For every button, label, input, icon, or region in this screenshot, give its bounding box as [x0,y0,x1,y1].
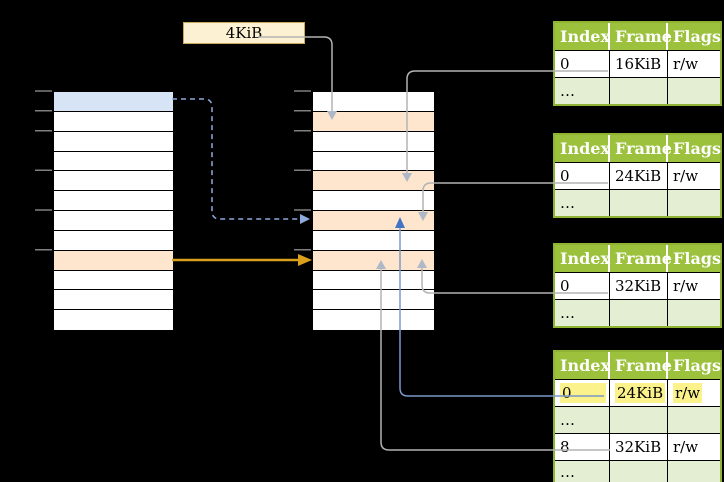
table-cell [668,461,720,482]
table-header-cell: Index [555,135,610,162]
physical-memory-column [312,91,435,331]
memory-row [54,171,173,192]
memory-row [54,111,173,132]
table-cell: … [555,78,610,104]
memory-row [313,191,434,211]
table-header-cell: Frame [610,135,672,162]
table-cell: 0 [555,273,610,299]
table-cell [610,407,668,433]
table-cell [668,78,720,104]
memory-row [313,250,434,271]
table-row: … [555,77,720,104]
table-row: … [555,299,720,326]
table-cell [610,300,668,326]
memory-row [313,270,434,291]
memory-row [313,171,434,192]
memory-row [54,250,173,271]
memory-row [313,131,434,152]
table-cell: … [555,461,610,482]
memory-row [313,290,434,311]
table-header-cell: Flags [673,27,721,46]
table-header-cell: Flags [673,356,721,375]
table-header-cell: Flags [673,139,721,158]
table-cell: 16KiB [610,51,668,77]
table-header-cell: Index [555,245,610,272]
table-cell: 0 [555,163,610,189]
memory-row [313,111,434,132]
table-cell: 8 [555,434,610,460]
table-cell [668,407,720,433]
arrow-virtual-page8-arrowhead-icon [298,254,312,266]
table-cell: r/w [673,167,699,185]
table-cell: 32KiB [610,273,668,299]
table-cell: … [555,190,610,216]
memory-row [54,131,173,152]
table-cell [610,190,668,216]
table-cell [668,190,720,216]
memory-row [313,92,434,112]
table-header-cell: Flags [673,249,721,268]
table-cell: r/w [673,438,699,456]
table-cell: r/w [673,277,699,295]
table-cell: … [555,407,610,433]
virtual-memory-column [53,91,174,331]
table-row: … [555,460,720,482]
memory-row [54,151,173,172]
table-cell: 0 [555,380,610,406]
memory-row [54,211,173,231]
table-row: … [555,189,720,216]
memory-row [313,230,434,251]
table-cell [610,78,668,104]
memory-row [313,211,434,231]
table-header-cell: Index [555,23,610,50]
table-cell [668,300,720,326]
table-cell: 32KiB [610,434,668,460]
table-cell: 0 [555,51,610,77]
memory-row [54,92,173,112]
memory-row [54,270,173,291]
table-cell: 24KiB [610,380,668,406]
table-cell [610,461,668,482]
memory-row [313,310,434,330]
memory-row [54,310,173,330]
table-header-cell: Frame [610,23,672,50]
memory-row [54,230,173,251]
table-row: … [555,406,720,433]
table-cell: … [555,300,610,326]
arrow-virtual-page0-to-frame-24kib [172,98,300,220]
frame-size-label: 4KiB [183,22,305,44]
memory-row [54,290,173,311]
table-header-cell: Index [555,352,610,379]
table-cell: r/w [673,55,699,73]
memory-row [313,151,434,172]
table-cell: r/w [673,383,703,403]
table-header-cell: Frame [610,245,672,272]
arrow-virtual-page0-arrowhead-icon [300,214,310,224]
table-cell: 24KiB [610,163,668,189]
table-header-cell: Frame [610,352,672,379]
memory-row [54,191,173,211]
